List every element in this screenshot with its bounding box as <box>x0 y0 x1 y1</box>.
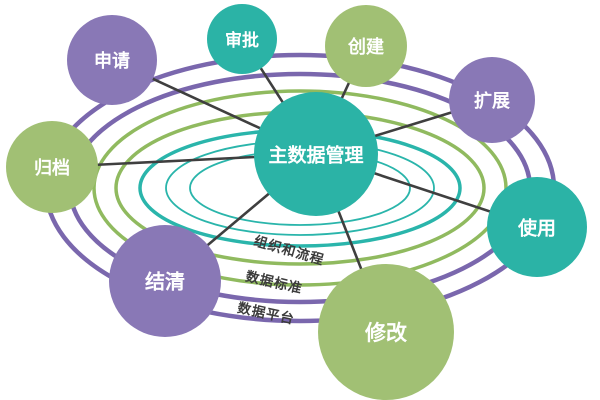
node-approve-circle <box>207 4 277 74</box>
node-apply: 申请 <box>67 15 157 105</box>
node-use-label: 使用 <box>517 218 556 240</box>
node-apply-label: 申请 <box>94 50 130 72</box>
node-modify-circle <box>318 264 454 400</box>
node-approve: 审批 <box>207 4 277 74</box>
node-center-circle <box>254 92 378 216</box>
node-archive: 归档 <box>6 121 98 213</box>
node-use-circle <box>487 177 587 277</box>
node-extend: 扩展 <box>449 57 535 143</box>
node-use: 使用 <box>487 177 587 277</box>
node-settle-label: 结清 <box>145 270 185 294</box>
node-archive-circle <box>6 121 98 213</box>
node-approve-label: 审批 <box>225 30 259 51</box>
node-center: 主数据管理 <box>254 92 378 216</box>
layer-label-data-standard: 数据标准 <box>244 268 304 298</box>
node-apply-circle <box>67 15 157 105</box>
node-modify-label: 修改 <box>364 321 408 345</box>
node-create-circle <box>325 5 407 87</box>
node-archive-label: 归档 <box>34 157 70 179</box>
node-extend-label: 扩展 <box>474 90 511 112</box>
node-modify: 修改 <box>318 264 454 400</box>
node-settle-circle <box>109 225 221 337</box>
node-create-label: 创建 <box>347 36 384 58</box>
node-create: 创建 <box>325 5 407 87</box>
node-center-label: 主数据管理 <box>268 144 363 167</box>
node-settle: 结清 <box>109 225 221 337</box>
node-extend-circle <box>449 57 535 143</box>
